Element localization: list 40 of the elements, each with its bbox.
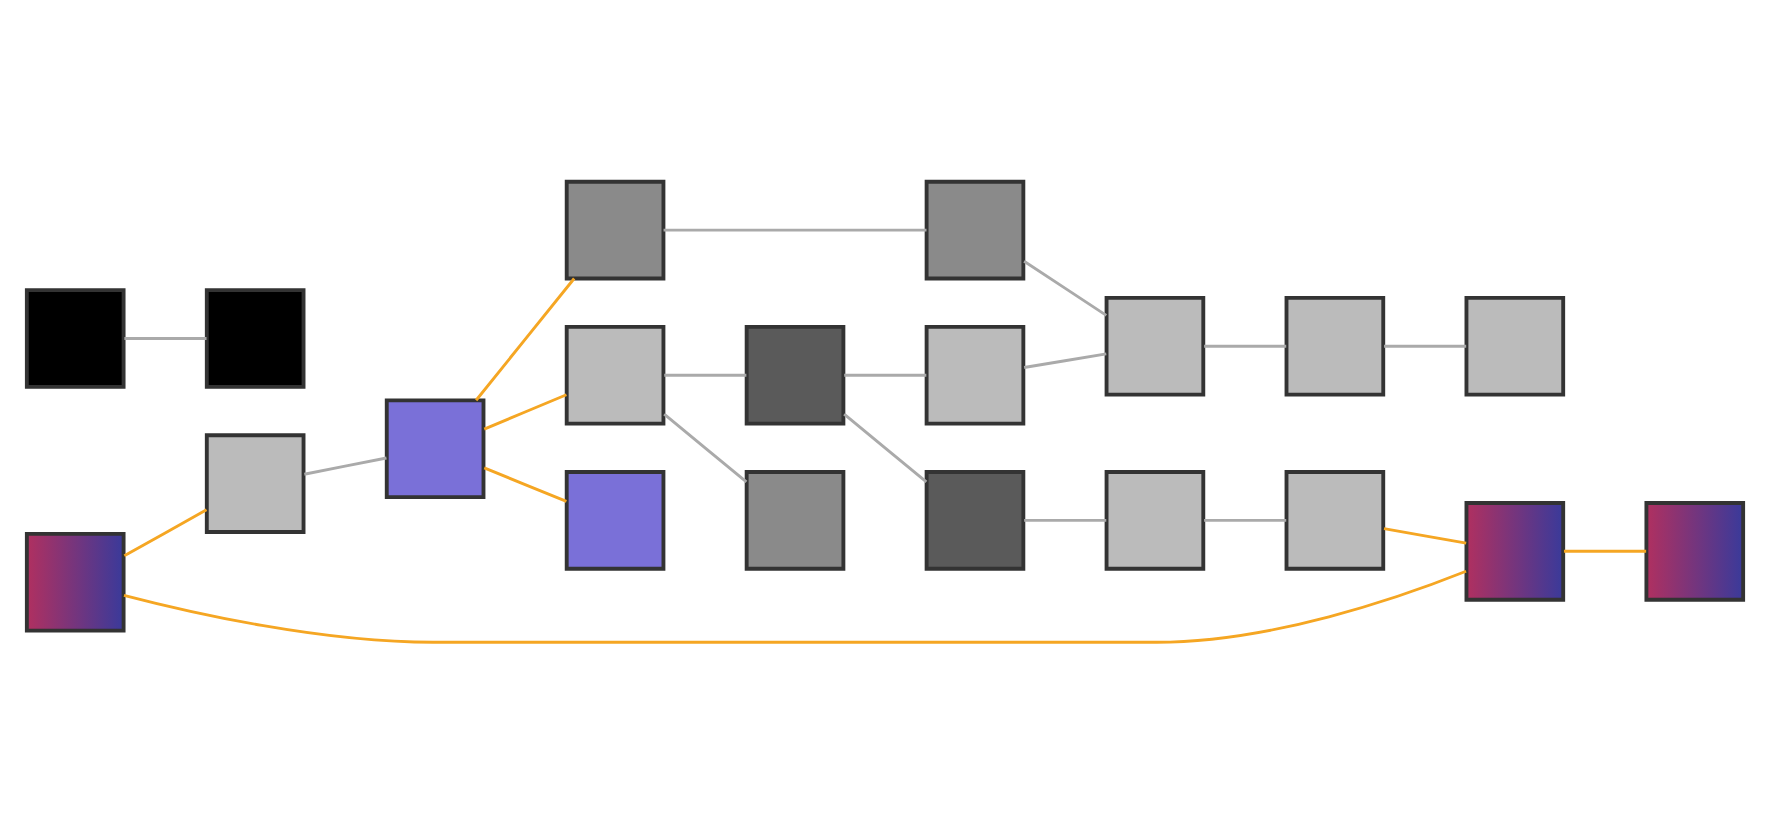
connector xyxy=(664,373,747,377)
connector xyxy=(475,277,576,402)
connector xyxy=(483,393,567,431)
connector xyxy=(124,337,207,340)
node-box xyxy=(924,179,1026,281)
connector xyxy=(1023,260,1108,317)
node-box xyxy=(564,179,666,281)
node-box xyxy=(744,324,846,426)
node-box xyxy=(1464,295,1566,397)
node-picture xyxy=(24,531,126,633)
connector xyxy=(663,228,927,232)
node-picture xyxy=(1644,501,1746,602)
node-box xyxy=(924,470,1026,571)
connector xyxy=(844,373,927,377)
connector xyxy=(1023,352,1107,369)
node-box xyxy=(744,470,846,571)
connector xyxy=(483,466,567,503)
connector xyxy=(123,508,208,558)
connector xyxy=(663,413,748,483)
node-box xyxy=(1284,470,1386,571)
node-box xyxy=(204,288,306,389)
node-box xyxy=(1104,470,1206,571)
connector xyxy=(1204,344,1287,348)
node-box xyxy=(204,433,306,534)
node-box xyxy=(564,324,666,426)
connector xyxy=(1024,518,1107,522)
node-box xyxy=(24,288,126,389)
node-box xyxy=(924,324,1026,426)
connector xyxy=(1383,527,1467,545)
node-box xyxy=(1284,295,1386,397)
connector xyxy=(843,413,928,483)
node-box xyxy=(384,398,486,500)
connector xyxy=(123,569,1467,644)
connector xyxy=(304,456,387,476)
node-picture xyxy=(1464,501,1566,602)
node-box xyxy=(564,470,666,571)
node-box xyxy=(1104,295,1206,397)
connector xyxy=(1563,549,1647,553)
connector xyxy=(1384,344,1467,348)
connector xyxy=(1204,518,1287,522)
